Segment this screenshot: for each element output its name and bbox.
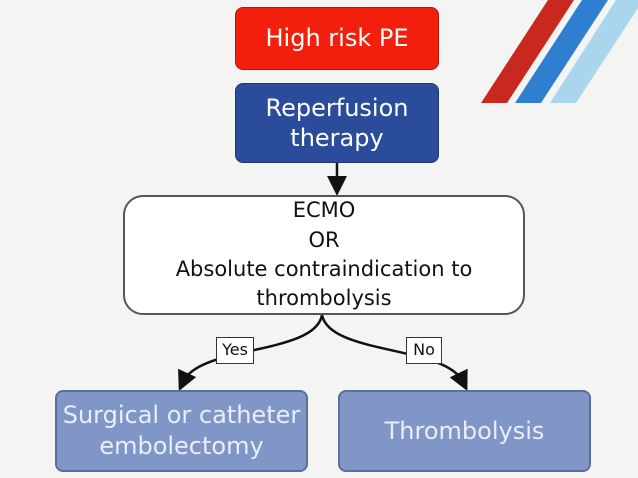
embolectomy-line-2: embolectomy (99, 432, 264, 460)
branch-no-label: No (406, 337, 442, 364)
arrow-yes (178, 314, 324, 392)
high-risk-pe-node: High risk PE (235, 7, 439, 70)
decision-line-ecmo: ECMO (292, 198, 356, 223)
decision-node: ECMO OR Absolute contraindication to thr… (123, 195, 525, 315)
reperfusion-therapy-node: Reperfusion therapy (235, 83, 439, 163)
reperfusion-line-2: therapy (290, 124, 384, 152)
branch-yes-label: Yes (216, 337, 254, 364)
embolectomy-node: Surgical or catheter embolectomy (55, 390, 308, 472)
arrow-no (320, 314, 468, 391)
decision-line-or: OR (308, 227, 340, 252)
embolectomy-line-1: Surgical or catheter (62, 400, 301, 429)
thrombolysis-label: Thrombolysis (384, 417, 545, 445)
decision-line-contraindication: Absolute contraindication to thrombolysi… (175, 257, 473, 311)
reperfusion-line-1: Reperfusion (265, 94, 409, 122)
thrombolysis-node: Thrombolysis (338, 390, 591, 472)
high-risk-pe-label: High risk PE (265, 23, 409, 52)
